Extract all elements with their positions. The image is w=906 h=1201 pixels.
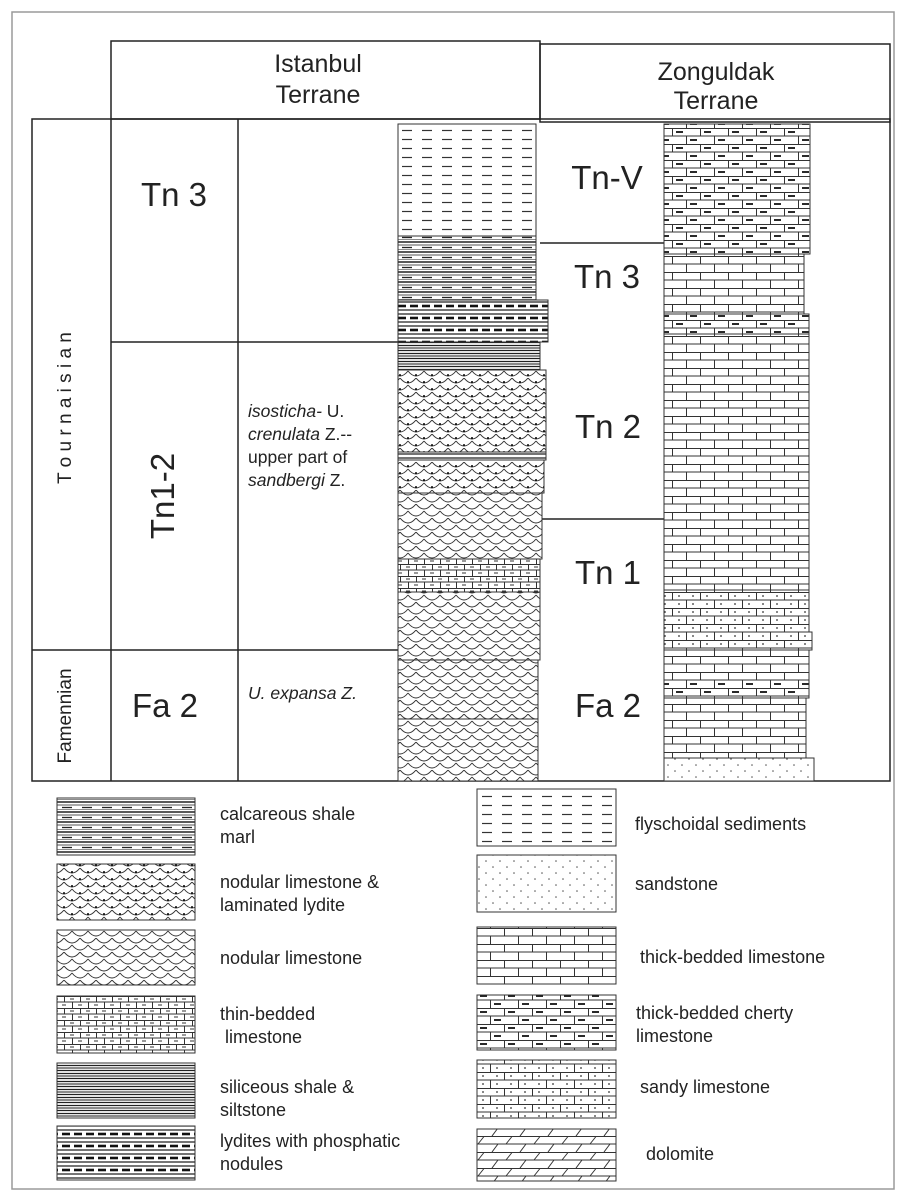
legend-swatch-thick-bedded-limestone xyxy=(476,926,617,985)
zonguldak-zone-tn3: Tn 3 xyxy=(574,258,640,295)
legend-swatch-nodular-limestone xyxy=(56,929,196,986)
legend-label-siliceous-2: siltstone xyxy=(220,1100,286,1120)
zonguldak-title-line1: Zonguldak xyxy=(658,58,775,86)
conodont-fa2: U. expansa Z. xyxy=(248,683,357,703)
legend-swatch-sandstone xyxy=(476,854,617,913)
conodont-line1: isosticha- U. xyxy=(248,401,344,421)
legend-label-lydites-2: nodules xyxy=(220,1154,283,1174)
istanbul-title-line1: Istanbul xyxy=(274,50,362,78)
conodont-line2: crenulata Z.-- xyxy=(248,424,352,444)
conodont-line4: sandbergi Z. xyxy=(248,470,345,490)
zonguldak-header-box xyxy=(539,43,891,123)
legend-label-thin-bedded-2: limestone xyxy=(225,1027,302,1047)
legend-label-nodular-lydite-2: laminated lydite xyxy=(220,895,345,915)
istanbul-zone-tn12: Tn1-2 xyxy=(144,453,181,539)
legend-label-cherty-1: thick-bedded cherty xyxy=(636,1003,793,1023)
legend-swatch-sandy-limestone xyxy=(476,1059,617,1119)
legend-label-cherty-2: limestone xyxy=(636,1026,713,1046)
legend-swatch-thin-bedded-limestone xyxy=(56,995,196,1054)
legend-label-dolomite: dolomite xyxy=(646,1144,714,1164)
zonguldak-title-line2: Terrane xyxy=(674,87,759,115)
legend-label-calcareous-shale-2: marl xyxy=(220,827,255,847)
zonguldak-zone-tn2: Tn 2 xyxy=(575,408,641,445)
legend-swatch-flyschoidal xyxy=(476,788,617,847)
legend-label-flyschoidal: flyschoidal sediments xyxy=(635,814,806,834)
zonguldak-zone-fa2: Fa 2 xyxy=(575,687,641,724)
stage-tournaisian: T o u r n a i s i a n xyxy=(55,332,76,484)
conodont-line3: upper part of xyxy=(248,447,347,467)
legend-label-thin-bedded-1: thin-bedded xyxy=(220,1004,315,1024)
legend-swatch-calcareous-shale xyxy=(56,797,196,856)
legend-label-sandstone: sandstone xyxy=(635,874,718,894)
legend-swatch-siliceous-shale xyxy=(56,1062,196,1119)
stage-famennian: Famennian xyxy=(55,668,76,763)
istanbul-zone-tn3: Tn 3 xyxy=(141,176,207,213)
legend-label-thick-bedded: thick-bedded limestone xyxy=(640,947,825,967)
zonguldak-lithology-column xyxy=(663,123,815,782)
zonguldak-zone-tn1: Tn 1 xyxy=(575,554,641,591)
istanbul-lithology-column xyxy=(397,123,549,782)
legend-swatch-nodular-limestone-lydite xyxy=(56,863,196,921)
legend-label-siliceous-1: siliceous shale & xyxy=(220,1077,354,1097)
legend-label-calcareous-shale-1: calcareous shale xyxy=(220,804,355,824)
legend-label-lydites-1: lydites with phosphatic xyxy=(220,1131,400,1151)
legend-label-sandy-limestone: sandy limestone xyxy=(640,1077,770,1097)
istanbul-title-line2: Terrane xyxy=(276,81,361,109)
legend-swatch-dolomite xyxy=(476,1128,617,1182)
zonguldak-zone-tnv: Tn-V xyxy=(571,159,643,196)
legend: calcareous shale marl nodular limestone … xyxy=(56,788,825,1182)
legend-label-nodular-lydite-1: nodular limestone & xyxy=(220,872,379,892)
legend-swatch-thick-bedded-cherty-limestone xyxy=(476,994,617,1051)
istanbul-zone-fa2: Fa 2 xyxy=(132,687,198,724)
legend-label-nodular-limestone: nodular limestone xyxy=(220,948,362,968)
outer-frame xyxy=(11,11,895,1190)
legend-swatch-lydites xyxy=(56,1125,196,1181)
